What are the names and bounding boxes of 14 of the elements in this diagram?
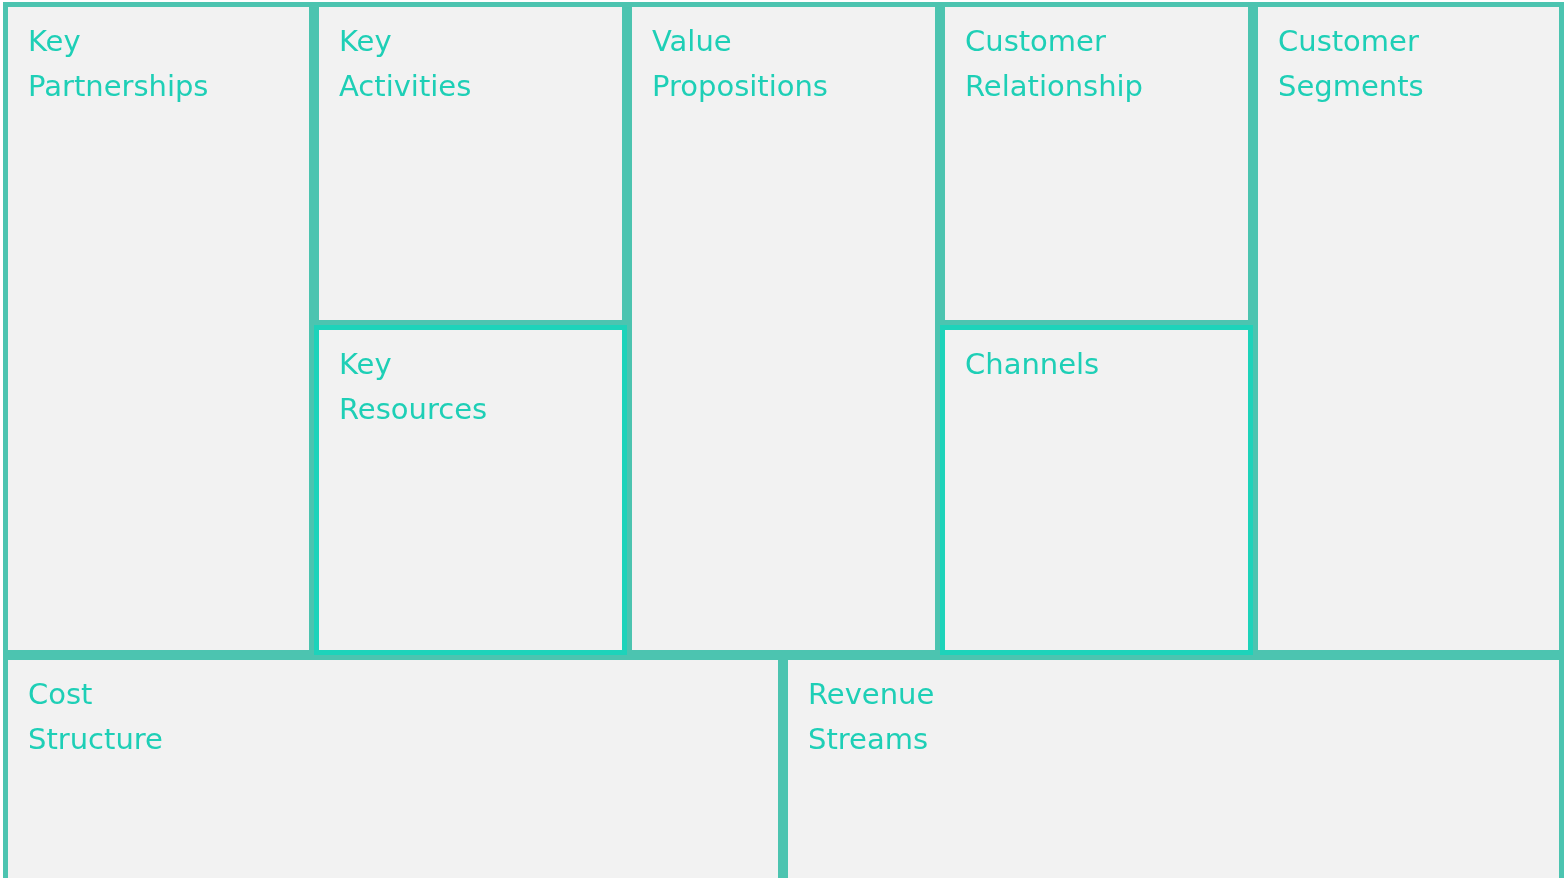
panel-heading: Key Partnerships: [28, 23, 209, 105]
panel-heading: Key Resources: [339, 346, 488, 428]
canvas-panel: [3, 2, 314, 655]
panel-heading: Cost Structure: [28, 676, 163, 758]
canvas-panel: [940, 325, 1253, 655]
panel-heading: Channels: [965, 346, 1100, 383]
canvas-panel: [1253, 2, 1564, 655]
panel-heading: Key Activities: [339, 23, 472, 105]
panel-heading: Value Propositions: [652, 23, 828, 105]
panel-heading: Customer Segments: [1278, 23, 1424, 105]
panel-heading: Customer Relationship: [965, 23, 1143, 105]
panel-heading: Revenue Streams: [808, 676, 935, 758]
canvas-panel: [314, 325, 627, 655]
canvas-panel: [627, 2, 940, 655]
